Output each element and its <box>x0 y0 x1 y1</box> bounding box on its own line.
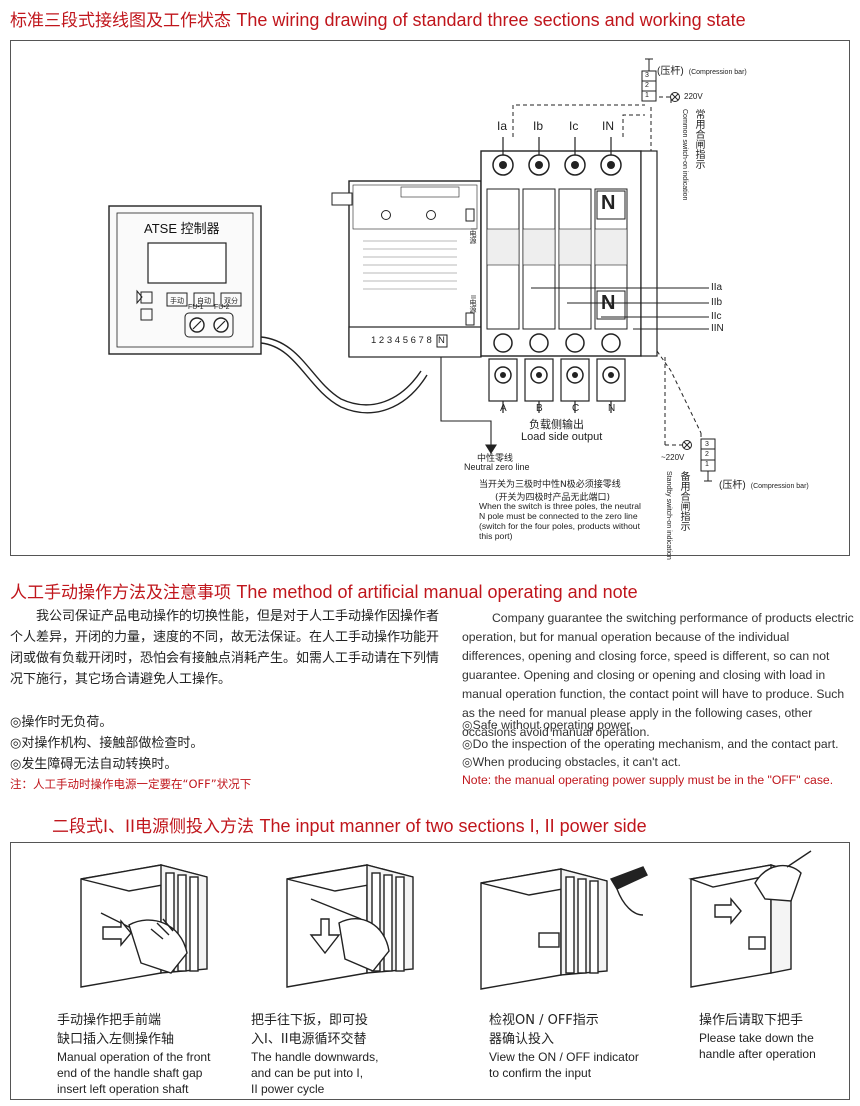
phase-c: C <box>572 403 580 414</box>
cn-item-2: ◎对操作机构、接触部做检查时。 <box>10 736 204 751</box>
neutral-en: Neutral zero line <box>464 462 530 472</box>
wiring-diagram-svg <box>108 58 716 482</box>
en-paragraph: Company guarantee the switching performa… <box>462 611 854 739</box>
step1-caption: 手动操作把手前端 缺口插入左侧操作轴 Manual operation of t… <box>57 1013 211 1096</box>
bottom-term-2: 2 <box>705 451 709 458</box>
bottom-term-3: 3 <box>705 441 709 448</box>
phase-n: N <box>608 403 616 414</box>
phase-a: A <box>500 403 507 414</box>
en-item-1: ◎Safe without operating power. <box>462 718 634 732</box>
neutral-line <box>440 357 497 455</box>
top-term-2: 2 <box>645 82 649 89</box>
manual-button[interactable]: 手动 <box>170 298 184 305</box>
bottom-volt-label: ~220V <box>661 453 685 462</box>
load-side-cn: 负载侧输出 <box>529 418 584 431</box>
bottom-indicator-wiring <box>656 350 716 482</box>
section3-title-cn: 二段式I、II电源侧投入方法 <box>52 817 255 837</box>
module-n-top: N <box>601 192 616 214</box>
step2-caption: 把手往下扳，即可投 入I、II电源循环交替 The handle downwar… <box>251 1013 379 1096</box>
phase-iib: IIb <box>711 297 723 308</box>
section2-title-cn: 人工手动操作方法及注意事项 <box>10 583 231 603</box>
section3-title: 二段式I、II电源侧投入方法 The input manner of two s… <box>52 812 647 837</box>
neutral-cn: 中性零线 <box>477 454 514 464</box>
switch-poles <box>480 150 658 357</box>
phase-ib: Ib <box>533 119 544 133</box>
section1-title-en: The wiring drawing of standard three sec… <box>236 10 746 30</box>
phase-ia: Ia <box>497 119 508 133</box>
phase-iia: IIa <box>711 282 723 293</box>
phase-b: B <box>536 403 543 414</box>
power-ii-label: II电源 <box>469 295 476 313</box>
fuse-2-label: FU-2 <box>214 304 230 311</box>
phase-iin: IIN <box>711 323 724 334</box>
top-compression-bar: (压杆) (Compression bar) <box>657 66 747 77</box>
section3-title-en: The input manner of two sections I, II p… <box>259 816 647 836</box>
bottom-term-1: 1 <box>705 461 709 468</box>
steps-illustrations <box>80 850 812 990</box>
module-n-bottom: N <box>601 292 616 314</box>
load-side-en: Load side output <box>521 431 603 443</box>
phase-iic: IIc <box>711 311 722 322</box>
section1-title: 标准三段式接线图及工作状态 The wiring drawing of stan… <box>10 6 746 31</box>
input-steps-panel: 手动操作把手前端 缺口插入左侧操作轴 Manual operation of t… <box>10 842 850 1100</box>
atse-switch-body <box>331 180 482 358</box>
power-i-label: I电源 <box>469 228 476 244</box>
atse-controller <box>108 205 262 355</box>
controller-label: ATSE 控制器 <box>144 221 220 236</box>
led-icon <box>136 289 143 305</box>
phase-ic: Ic <box>569 119 579 133</box>
top-terminals <box>492 137 622 176</box>
standby-switch-cn: 备用合闸指示 <box>678 471 689 531</box>
common-switch-cn: 常用合闸指示 <box>693 109 704 169</box>
bottom-compression-bar: (压杆) (Compression bar) <box>719 480 809 491</box>
pole-note-en: When the switch is three poles, the neut… <box>479 501 641 541</box>
step1-illustration <box>80 864 208 988</box>
top-indicator-wiring <box>512 58 680 151</box>
en-item-2: ◎Do the inspection of the operating mech… <box>462 737 839 751</box>
double-off-button[interactable]: 双分 <box>224 298 238 305</box>
terminal-numbers: 1 2 3 4 5 6 7 8 <box>371 335 432 346</box>
section2-title: 人工手动操作方法及注意事项 The method of artificial m… <box>10 578 638 603</box>
step4-caption: 操作后请取下把手 Please take down the handle aft… <box>699 1013 816 1061</box>
step4-illustration <box>688 850 812 988</box>
en-note: Note: the manual operating power supply … <box>462 773 834 787</box>
auto-button[interactable]: 自动 <box>197 298 211 305</box>
cn-item-1: ◎操作时无负荷。 <box>10 715 113 730</box>
side-wires <box>531 287 709 330</box>
common-switch-en: Common switch-on indication <box>681 109 688 201</box>
step3-illustration <box>480 866 648 990</box>
phase-in: IN <box>602 119 614 133</box>
step2-illustration <box>286 864 414 988</box>
section1-title-cn: 标准三段式接线图及工作状态 <box>10 11 231 31</box>
top-volt-label: 220V <box>684 92 703 101</box>
section2-title-en: The method of artificial manual operatin… <box>236 582 638 602</box>
standby-switch-en: Standby switch-on indication <box>665 471 672 560</box>
bottom-terminals <box>488 333 626 413</box>
top-term-1: 1 <box>645 92 649 99</box>
cn-note: 注：人工手动时操作电源一定要在“OFF”状况下 <box>10 777 252 791</box>
cn-item-3: ◎发生障碍无法自动转换时。 <box>10 757 178 772</box>
wiring-diagram-panel: ATSE 控制器 手动 自动 双分 FU-1 FU-2 I电源 II电源 1 2… <box>10 40 850 560</box>
en-item-3: ◎When producing obstacles, it can't act. <box>462 755 681 769</box>
cn-paragraph: 我公司保证产品电动操作的切换性能，但是对于人工手动操作因操作者个人差异，开闭的力… <box>10 609 440 687</box>
pole-note-cn1: 当开关为三极时中性N极必须接零线 <box>479 480 621 490</box>
pole-note-cn2: (开关为四极时产品无此端口) <box>495 493 611 503</box>
terminal-n: N <box>438 335 445 346</box>
step3-caption: 检视ON / OFF指示 器确认投入 View the ON / OFF ind… <box>489 1013 639 1080</box>
top-term-3: 3 <box>645 72 649 79</box>
fuse-1-label: FU-1 <box>188 304 204 311</box>
